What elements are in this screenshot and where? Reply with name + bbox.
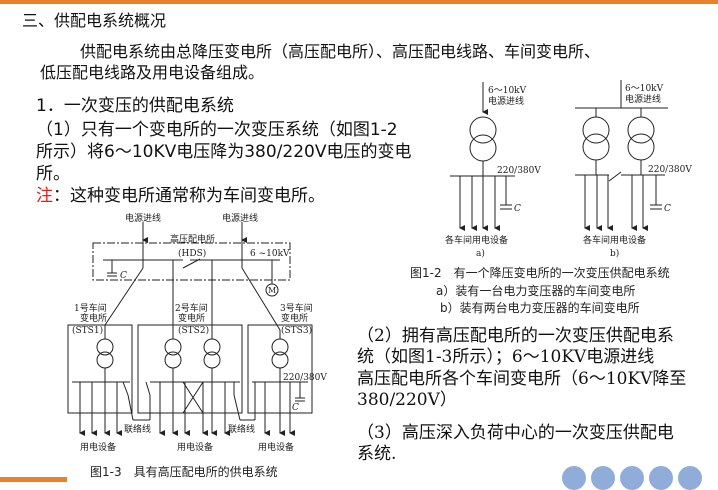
item1-line-3: 所。 — [36, 164, 70, 184]
fig12b-source: 电源进线 — [625, 93, 661, 105]
item2-line-2: 统（如图1-3所示）；6～10KV电源进线 — [357, 347, 655, 367]
intro-line-2: 低压配电线路及用电设备组成。 — [40, 63, 265, 82]
fig12a-cap: C — [514, 204, 521, 214]
fig13-cap2: C — [292, 403, 299, 413]
fig13-sts3-code: (STS3) — [281, 325, 312, 336]
fig12b-cap: C — [664, 204, 671, 214]
fig13-loads-2: 用电设备 — [177, 441, 213, 453]
nav-prev-button[interactable] — [591, 466, 615, 490]
fig12b-low-voltage: 220/380V — [648, 165, 692, 175]
fig13-sts3-l2: 变电所 — [281, 312, 308, 324]
note: 注：这种变电所通常称为车间变电所。 — [36, 186, 325, 206]
figure-1-2-caption-b: b）装有两台电力变压器的车间变电所 — [440, 301, 640, 315]
fig13-tie-right: 联络线 — [228, 423, 255, 435]
item3-line-1: （3）高压深入负荷中心的一次变压供配电 — [357, 423, 674, 443]
fig13-loads-3: 用电设备 — [258, 441, 294, 453]
fig13-lv: 220/380V — [283, 373, 327, 383]
fig13-source-right: 电源进线 — [222, 212, 258, 224]
fig13-sts2-code: (STS2) — [178, 325, 209, 336]
fig12a-low-voltage: 220/380V — [497, 166, 541, 176]
heading-1: 1．一次变压的供配电系统 — [36, 96, 234, 116]
note-label: 注 — [36, 186, 53, 206]
fig13-sts1-l2: 变电所 — [80, 312, 107, 324]
figure-1-2-caption-a: a）装有一台电力变压器的车间变电所 — [436, 284, 636, 298]
fig13-hds-code: (HDS) — [178, 248, 206, 259]
fig13-sts3-l1: 3号车间 — [280, 302, 313, 314]
fig12a-loads: 各车间用电设备 — [445, 234, 508, 246]
fig13-source-left: 电源进线 — [125, 212, 161, 224]
section-title: 三、供配电系统概况 — [22, 11, 167, 30]
nav-last-button[interactable] — [678, 466, 702, 490]
fig12a-source: 电源进线 — [488, 95, 524, 107]
item2-line-3: 高压配电所各个车间变电所（6～10KV降至 — [357, 369, 687, 389]
fig13-loads-1: 用电设备 — [80, 441, 116, 453]
fig13-hv: 6 ~10kV — [250, 249, 290, 259]
fig13-hds-name: 高压配电所 — [170, 233, 215, 245]
fig13-tie-left: 联络线 — [124, 423, 151, 435]
fig12b-voltage: 6～10kV — [625, 84, 664, 94]
top-accent-bar — [0, 0, 718, 4]
fig12b-label: b) — [610, 248, 619, 259]
fig12a-label: a) — [476, 248, 485, 259]
intro-line-1: 供配电系统由总降压变电所（高压配电所）、高压配电线路、车间变电所、 — [80, 42, 601, 61]
figure-1-2-caption: 图1-2 有一个降压变电所的一次变压供配电系统 — [410, 266, 670, 280]
nav-first-button[interactable] — [562, 466, 586, 490]
figure-1-3-caption: 图1-3 具有高压配电所的供电系统 — [90, 465, 278, 479]
bottom-accent-tab — [0, 477, 67, 482]
fig13-sts2-l1: 2号车间 — [175, 302, 208, 314]
fig12a-voltage: 6～10kV — [488, 86, 527, 96]
fig13-motor: M — [268, 286, 276, 295]
fig13-cap: C — [120, 271, 127, 281]
item1-line-1: （1）只有一个变电所的一次变压系统（如图1-2 — [36, 120, 398, 140]
fig13-sts1-l1: 1号车间 — [74, 302, 107, 314]
note-text: ：这种变电所通常称为车间变电所。 — [53, 186, 325, 206]
item1-line-2: 所示）将6～10KV电压降为380/220V电压的变电 — [36, 142, 412, 162]
fig13-sts2-l2: 变电所 — [178, 312, 205, 324]
nav-home-button[interactable] — [620, 466, 644, 490]
fig13-sts1-code: (STS1) — [72, 325, 103, 336]
nav-next-button[interactable] — [649, 466, 673, 490]
item2-line-1: （2）拥有高压配电所的一次变压供配电系 — [357, 326, 674, 346]
item2-line-4: 380/220V） — [357, 390, 457, 410]
fig12b-loads: 各车间用电设备 — [583, 234, 646, 246]
item3-line-2: 系统. — [357, 444, 397, 464]
